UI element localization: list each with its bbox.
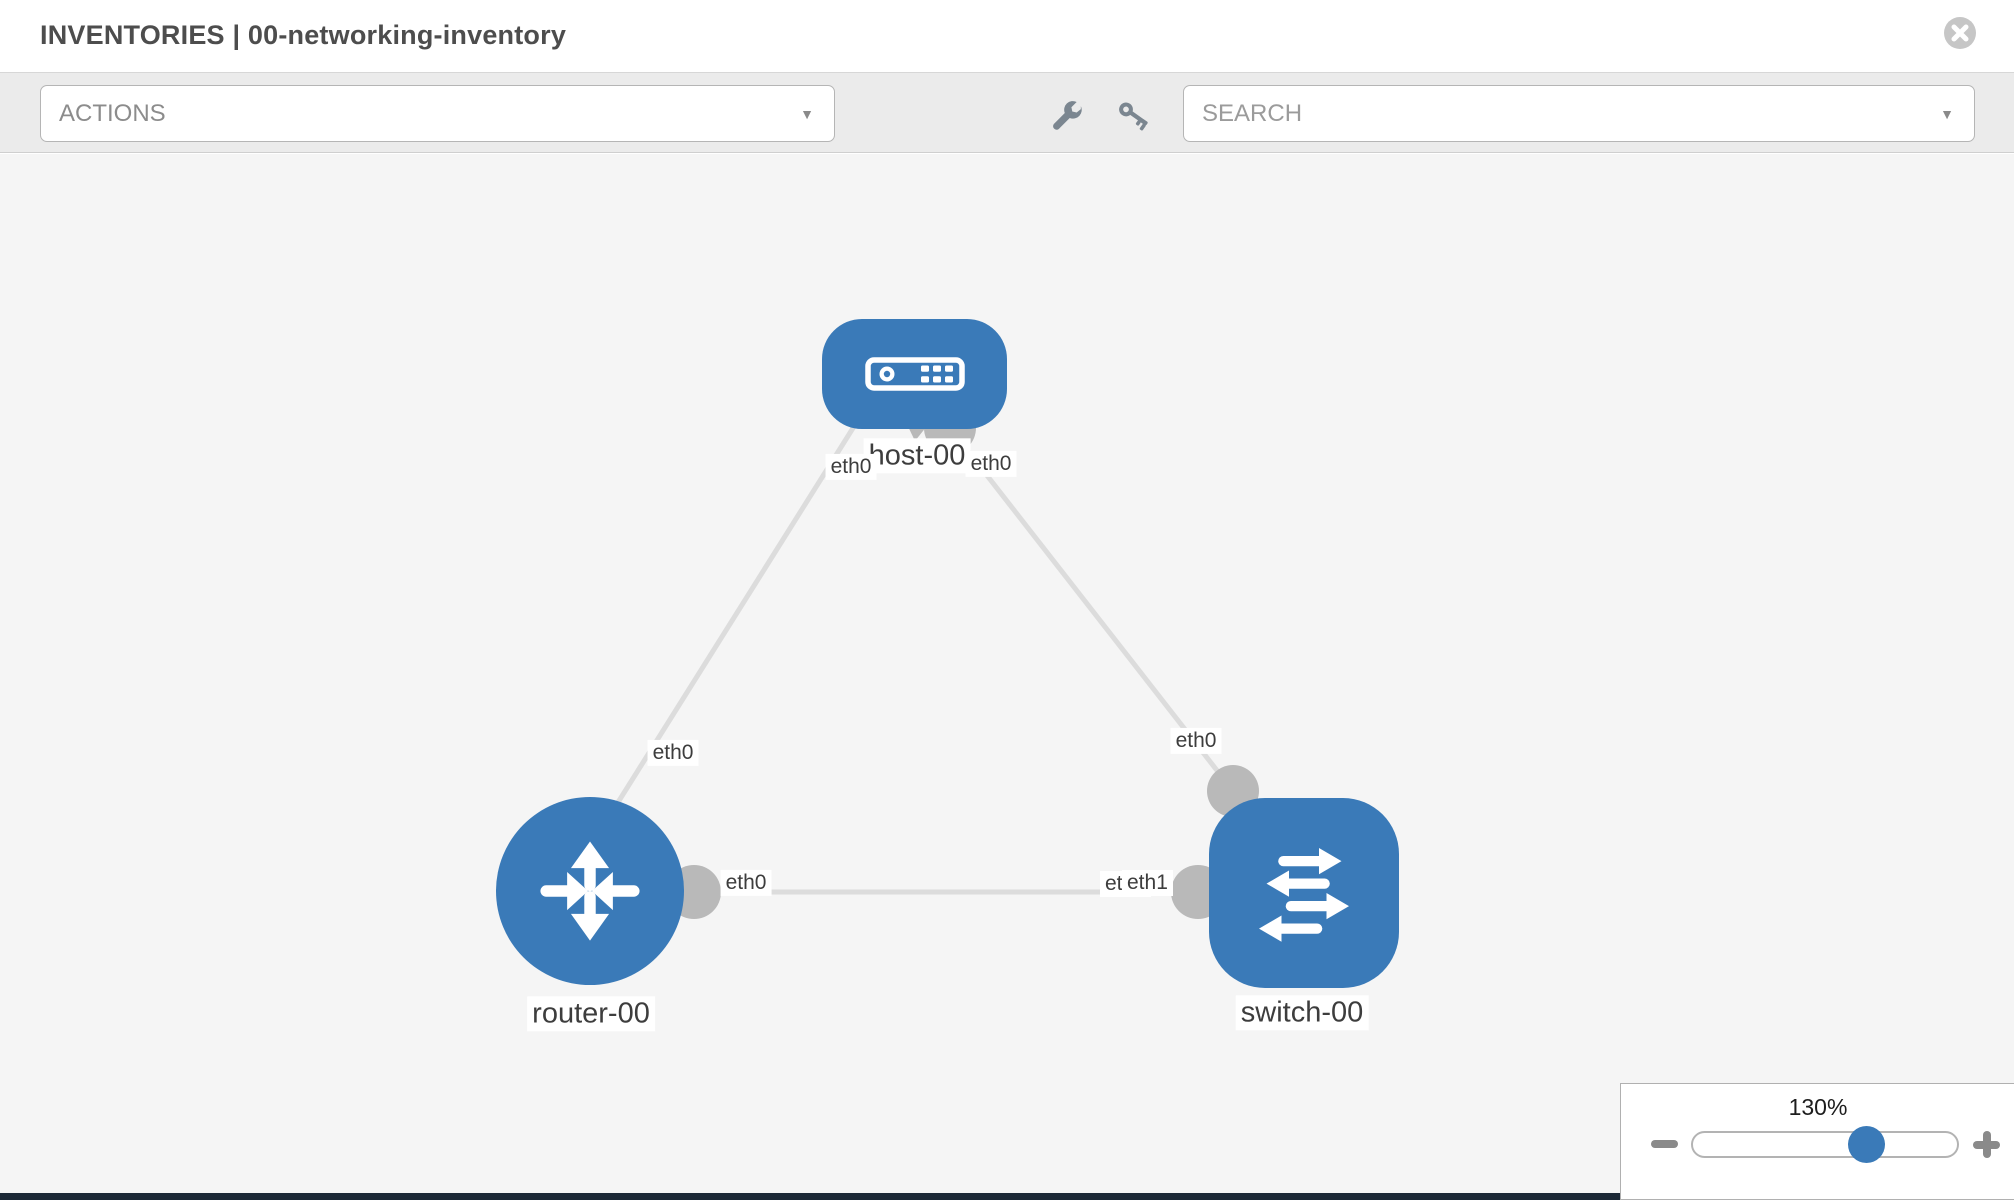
interface-label-eth0: eth0 [720, 869, 772, 897]
close-button[interactable] [1943, 16, 1977, 50]
close-icon [1944, 17, 1976, 49]
actions-dropdown-label: ACTIONS [59, 99, 166, 127]
interface-label-eth0: eth0 [647, 739, 699, 767]
key-icon [1119, 102, 1148, 131]
switch-icon [1259, 848, 1349, 942]
search-placeholder: SEARCH [1202, 99, 1303, 127]
page-title: INVENTORIES | 00-networking-inventory [40, 20, 567, 50]
node-router-00[interactable] [496, 797, 684, 985]
caret-down-icon: ▼ [800, 105, 814, 122]
zoom-panel: 130% [1620, 1083, 2014, 1200]
node-label-host: host-00 [863, 438, 971, 474]
zoom-slider-handle[interactable] [1848, 1126, 1885, 1163]
caret-down-icon: ▼ [1940, 105, 1954, 122]
topology-links-layer [597, 399, 1259, 919]
zoom-level: 130% [1788, 1094, 1848, 1120]
node-switch-00[interactable] [1209, 798, 1399, 988]
search-dropdown[interactable]: SEARCH ▼ [1183, 85, 1975, 142]
zoom-in-button[interactable] [1973, 1131, 2000, 1158]
host-icon [864, 357, 965, 391]
router-icon [540, 841, 640, 941]
topology-canvas[interactable]: host-00 router-00 switch-00 eth0 eth0 et… [0, 154, 2014, 1200]
zoom-out-button[interactable] [1651, 1140, 1678, 1148]
interface-label-eth1: eth1 [1122, 870, 1173, 897]
header: INVENTORIES | 00-networking-inventory [0, 0, 2014, 73]
actions-dropdown[interactable]: ACTIONS ▼ [40, 85, 835, 142]
interface-label-eth0: eth0 [825, 453, 877, 481]
link-host-router [597, 399, 873, 833]
interface-label-eth0: eth0 [1170, 727, 1222, 755]
node-label-switch: switch-00 [1235, 995, 1369, 1031]
node-host-00[interactable] [822, 319, 1007, 429]
credentials-button[interactable] [1116, 97, 1152, 133]
configure-button[interactable] [1048, 97, 1084, 133]
interface-label-eth0: eth0 [965, 450, 1017, 478]
wrench-icon [1053, 101, 1082, 130]
zoom-slider-track[interactable] [1691, 1126, 1959, 1163]
bottom-strip [0, 1193, 2014, 1200]
node-label-router: router-00 [527, 996, 655, 1032]
toolbar: ACTIONS ▼ SEARCH ▼ [0, 73, 2014, 153]
